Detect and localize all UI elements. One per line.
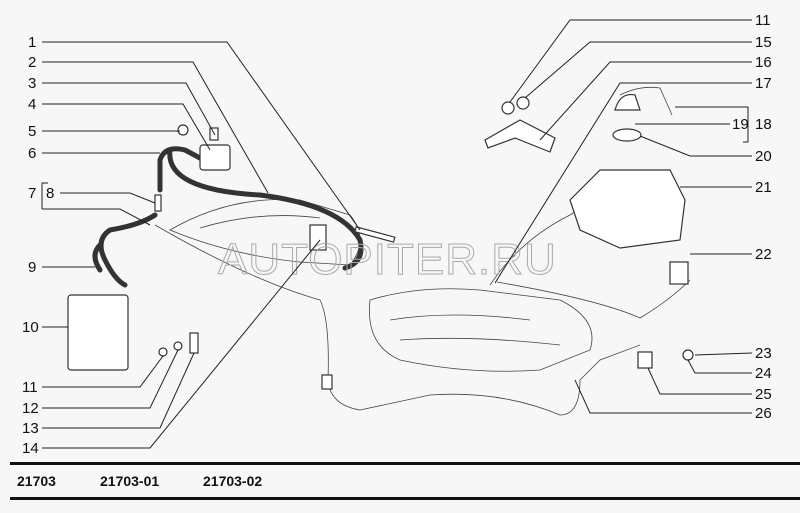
callout-r11: 11: [755, 12, 771, 29]
callout-11: 11: [22, 379, 38, 396]
callout-9: 9: [28, 259, 36, 276]
callout-13: 13: [22, 420, 39, 437]
footer-rule-bottom: [10, 497, 800, 500]
seal: [612, 128, 642, 142]
variant-21703-01: 21703-01: [100, 473, 159, 489]
watermark: AUTOPITER.RU: [218, 235, 557, 284]
leader-lines-left: [42, 41, 361, 449]
washer: [158, 347, 168, 357]
hose-clip: [669, 261, 689, 285]
callout-16: 16: [755, 54, 772, 71]
reservoir-bracket: [484, 119, 556, 153]
washer-pump: [199, 144, 231, 171]
canister: [67, 294, 129, 371]
washer: [173, 341, 183, 351]
bracket: [309, 224, 327, 251]
callout-25: 25: [755, 386, 772, 403]
callout-14: 14: [22, 440, 39, 457]
bracket-7-8: [41, 182, 48, 209]
callout-24: 24: [755, 365, 772, 382]
callout-2: 2: [28, 54, 36, 71]
clip: [637, 351, 653, 369]
callout-7: 7: [28, 185, 36, 202]
callout-26: 26: [755, 405, 772, 422]
callout-15: 15: [755, 34, 772, 51]
callout-8: 8: [46, 185, 54, 202]
bolt: [189, 332, 199, 354]
leader-lines-right: [494, 19, 753, 414]
grommet: [177, 124, 189, 136]
callout-12: 12: [22, 400, 39, 417]
washer-hoses: [92, 86, 691, 416]
callout-21: 21: [755, 179, 772, 196]
footer-rule-top: [10, 462, 800, 465]
callout-6: 6: [28, 145, 36, 162]
nut: [516, 96, 530, 110]
callout-19: 19: [732, 116, 749, 133]
callout-3: 3: [28, 75, 36, 92]
callout-20: 20: [755, 148, 772, 165]
variant-footer: 21703 21703-01 21703-02: [10, 462, 800, 500]
callout-23: 23: [755, 345, 772, 362]
nut: [501, 101, 515, 115]
callout-4: 4: [28, 96, 36, 113]
variant-21703-02: 21703-02: [203, 473, 262, 489]
connector: [321, 374, 333, 390]
callout-18: 18: [755, 116, 772, 133]
connector: [154, 194, 162, 212]
components: [67, 93, 694, 390]
washer-reservoir: [569, 169, 686, 249]
right-callouts: 11 15 16 17 18 19 20 21 22 23 24 25 26: [732, 12, 772, 422]
callout-17: 17: [755, 75, 772, 92]
nut: [682, 349, 694, 361]
callout-5: 5: [28, 123, 36, 140]
callout-10: 10: [22, 319, 39, 336]
reservoir-cap: [614, 93, 641, 111]
callout-22: 22: [755, 246, 772, 263]
nozzle: [354, 226, 396, 243]
left-callouts: 1 2 3 4 5 6 7 8 9 10 11 12 13 14: [22, 34, 54, 457]
callout-1: 1: [28, 34, 36, 51]
variant-21703: 21703: [17, 473, 56, 489]
